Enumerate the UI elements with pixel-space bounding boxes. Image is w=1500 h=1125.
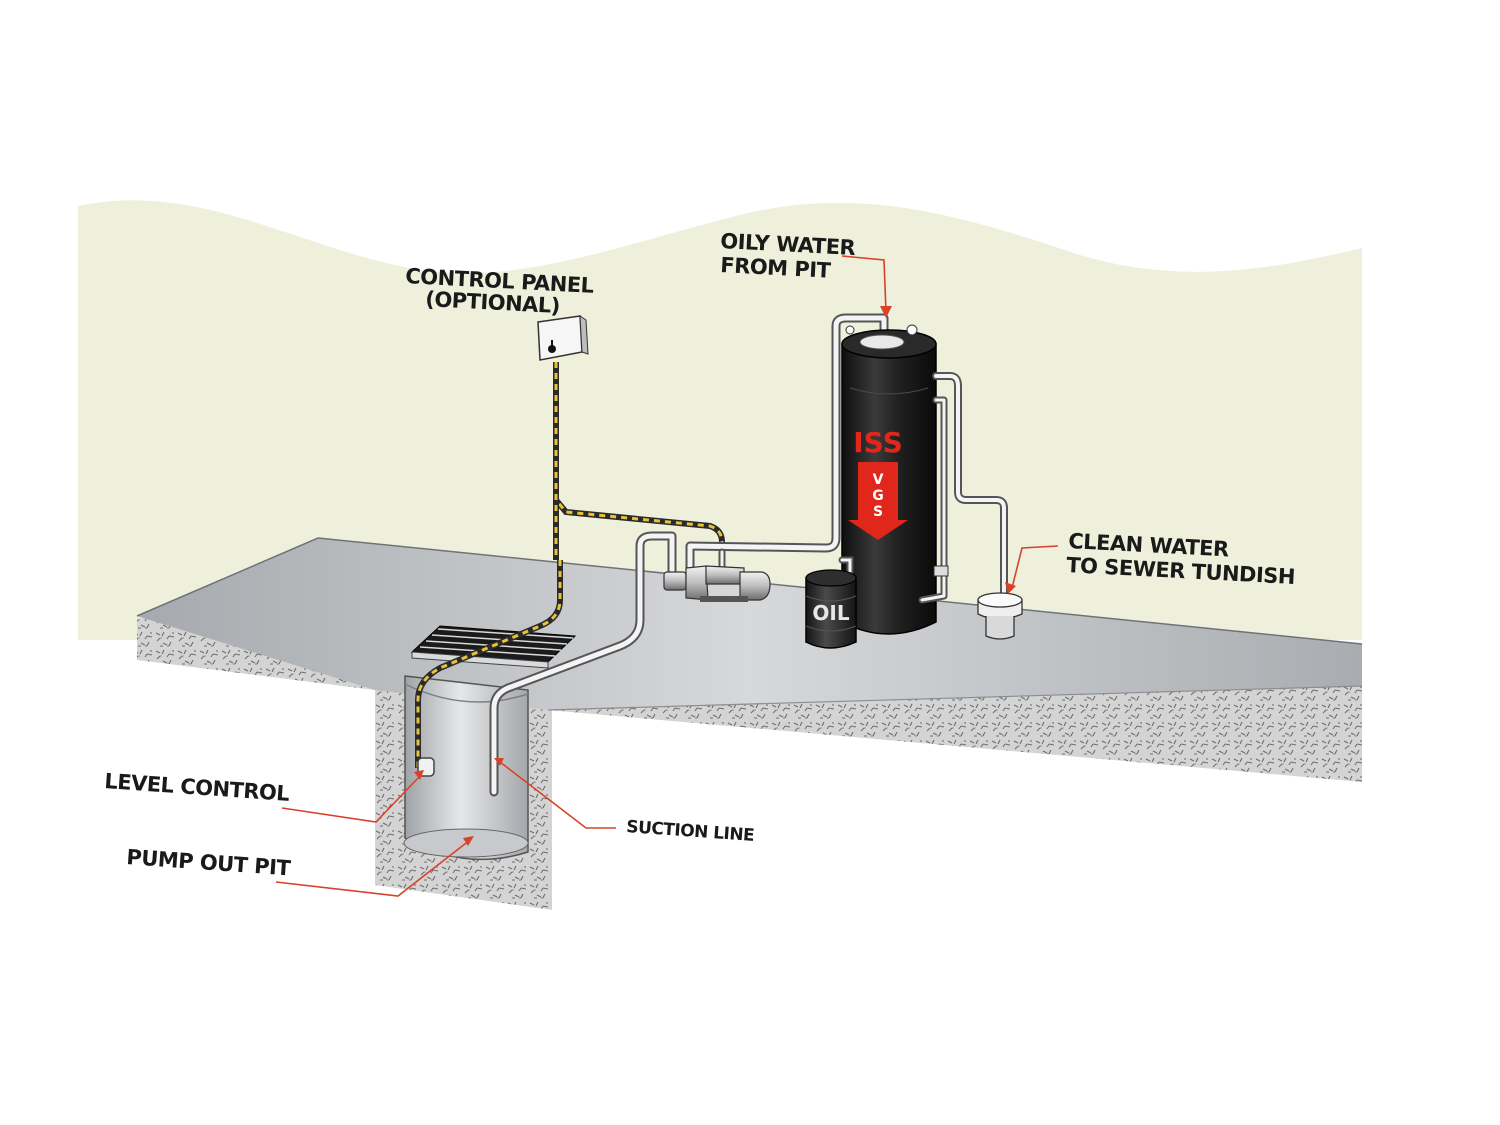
arrow-letter-3: S (873, 504, 883, 520)
leader-lines (275, 255, 1059, 897)
label-level-control: LEVEL CONTROL (104, 769, 290, 806)
leader-oily-water (841, 255, 887, 313)
arrow-letter-1: V (873, 472, 884, 488)
leader-pump-out-pit (275, 839, 471, 897)
background-wall (78, 200, 1362, 641)
leader-suction-line (499, 761, 616, 829)
label-suction-line: SUCTION LINE (626, 817, 755, 846)
control-panel-box-icon (537, 315, 589, 361)
sample-valve-icon (933, 565, 949, 577)
leader-level-control (281, 775, 421, 823)
arrow-letter-2: G (872, 488, 884, 504)
oil-drum-icon: OIL (805, 569, 857, 649)
label-pump-out-pit: PUMP OUT PIT (126, 845, 293, 880)
label-from-pit: FROM PIT (720, 253, 832, 283)
drum-label: OIL (812, 601, 849, 625)
tundish-icon (977, 592, 1023, 640)
pump-icon (663, 565, 771, 602)
suction-line-pipe (489, 531, 677, 797)
tank-brand-label: ISS (853, 426, 903, 459)
leader-clean-water (1011, 545, 1059, 589)
separator-tank-icon: ISS V G S (841, 324, 937, 635)
clean-water-pipe (918, 372, 1008, 604)
down-arrow-icon (848, 462, 908, 540)
